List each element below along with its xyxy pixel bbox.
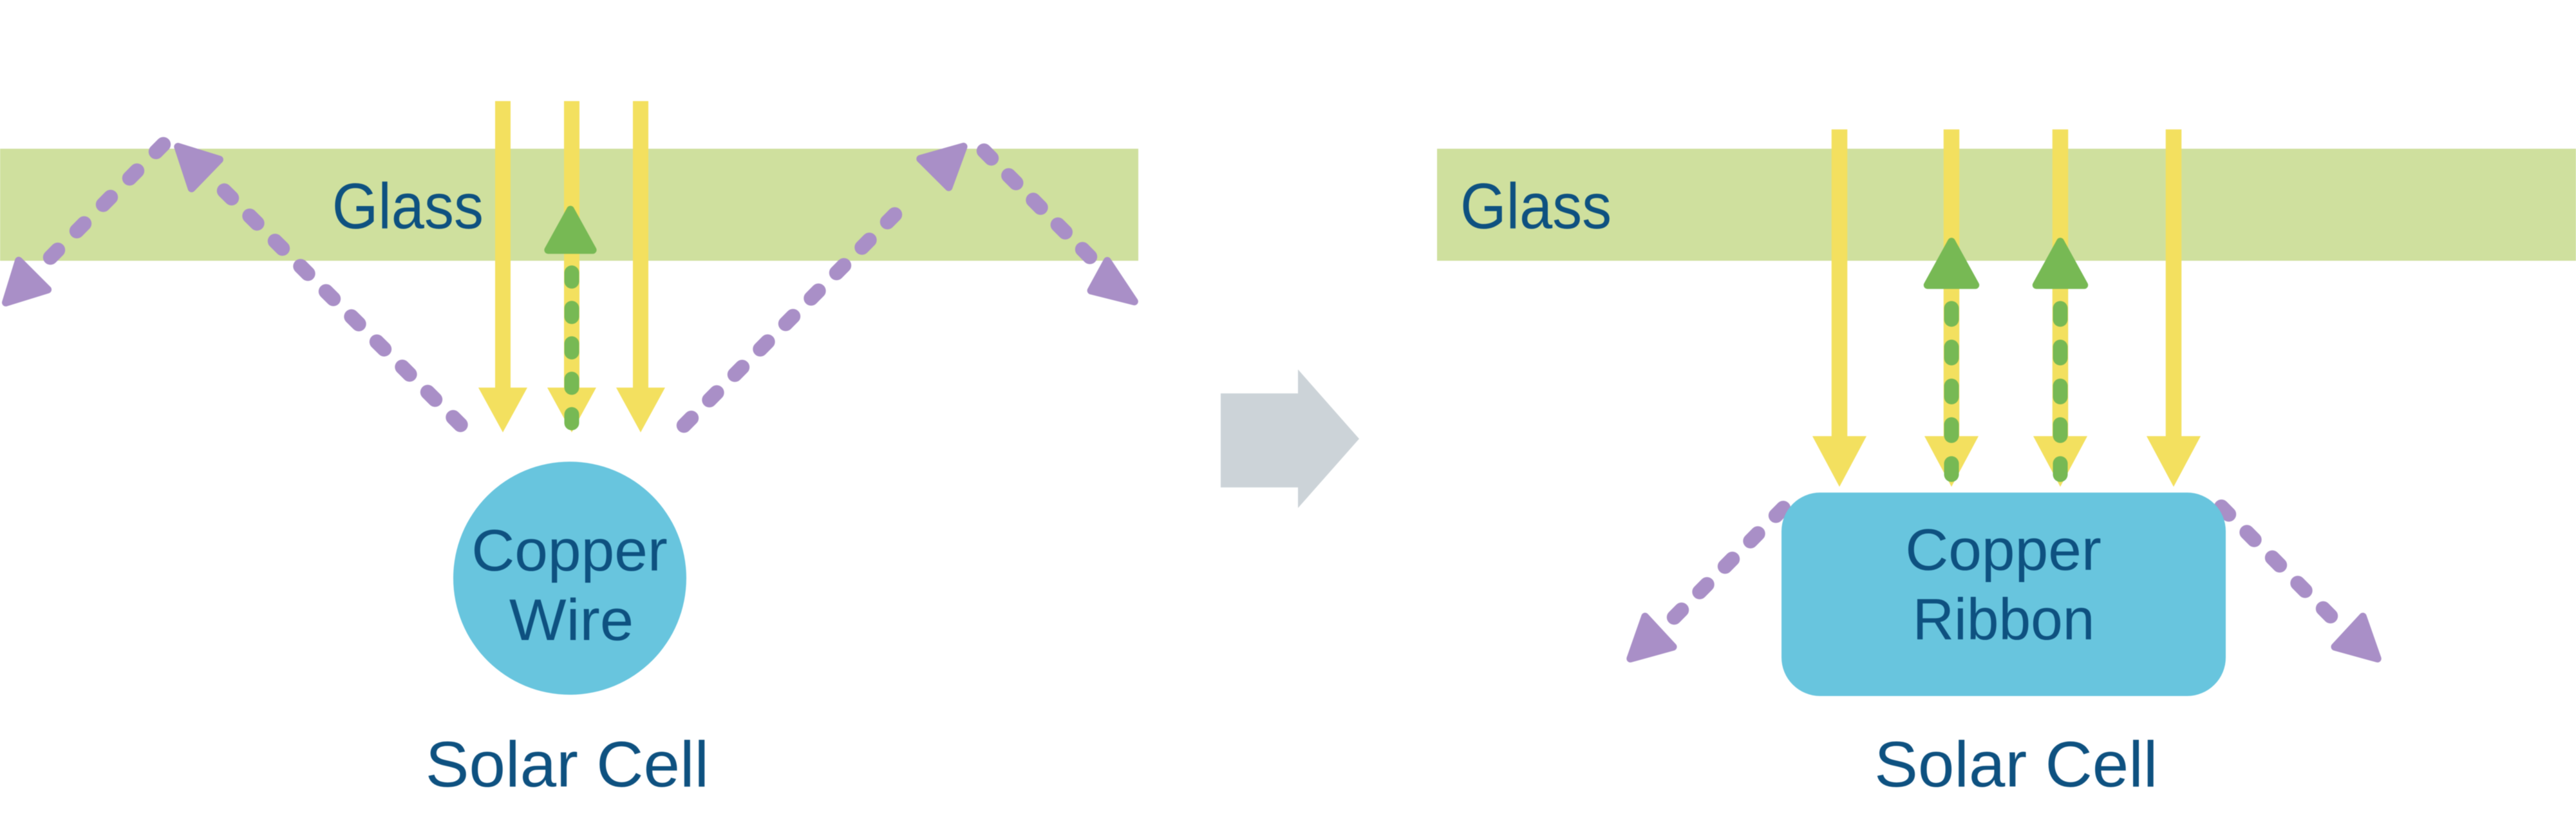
svg-text:Glass: Glass	[1460, 171, 1612, 243]
svg-text:Glass: Glass	[332, 171, 484, 243]
svg-text:Copper: Copper	[1905, 518, 2101, 583]
svg-text:Wire: Wire	[509, 587, 634, 652]
svg-text:Solar Cell: Solar Cell	[426, 729, 709, 800]
svg-text:Ribbon: Ribbon	[1913, 587, 2095, 652]
svg-text:Copper: Copper	[471, 518, 668, 583]
svg-text:Solar Cell: Solar Cell	[1874, 729, 2158, 800]
